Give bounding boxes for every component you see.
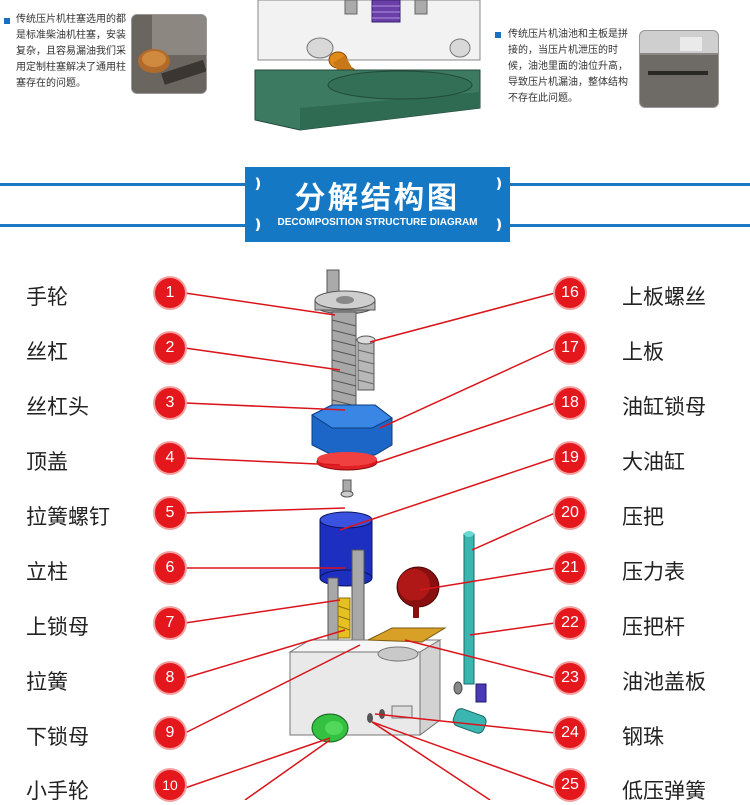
part-badge-24: 24 [555, 718, 585, 748]
part-label-3: 丝杠头 [26, 395, 89, 419]
part-label-19: 大油缸 [622, 450, 685, 474]
section-banner: 分解结构图 DECOMPOSITION STRUCTURE DIAGRAM ❫ … [245, 167, 510, 242]
part-badge-10: 10 [155, 770, 185, 800]
part-badge-21: 21 [555, 553, 585, 583]
part-label-20: 压把 [622, 505, 664, 529]
part-label-2: 丝杠 [26, 340, 68, 364]
note-bullet-left [4, 18, 10, 24]
part-badge-20: 20 [555, 498, 585, 528]
part-badge-4: 4 [155, 443, 185, 473]
part-badge-1: 1 [155, 278, 185, 308]
part-badge-7: 7 [155, 608, 185, 638]
part-label-9: 下锁母 [26, 725, 89, 749]
banner-bracket-br: ❫ [493, 217, 505, 233]
part-label-18: 油缸锁母 [622, 395, 706, 419]
part-badge-19: 19 [555, 443, 585, 473]
part-label-24: 钢珠 [622, 725, 664, 749]
part-label-5: 拉簧螺钉 [26, 505, 110, 529]
oil-pool-photo [639, 30, 719, 108]
part-label-1: 手轮 [26, 285, 68, 309]
part-badge-9: 9 [155, 718, 185, 748]
part-label-23: 油池盖板 [622, 670, 706, 694]
part-label-4: 顶盖 [26, 450, 68, 474]
part-badge-5: 5 [155, 498, 185, 528]
part-badge-8: 8 [155, 663, 185, 693]
part-badge-18: 18 [555, 388, 585, 418]
part-badge-3: 3 [155, 388, 185, 418]
part-label-25: 低压弹簧 [622, 779, 706, 803]
lead-screw [331, 311, 357, 413]
part-badge-22: 22 [555, 608, 585, 638]
banner-bracket-tr: ❫ [493, 176, 505, 192]
part-label-21: 压力表 [622, 560, 685, 584]
part-badge-25: 25 [555, 770, 585, 800]
banner-bracket-tl: ❫ [252, 176, 264, 192]
banner-title: 分解结构图 [295, 181, 460, 216]
part-badge-6: 6 [155, 553, 185, 583]
part-label-17: 上板 [622, 340, 664, 364]
banner-bracket-bl: ❫ [252, 217, 264, 233]
banner-line-left-top [0, 183, 245, 186]
part-badge-16: 16 [555, 278, 585, 308]
part-badge-17: 17 [555, 333, 585, 363]
part-badge-2: 2 [155, 333, 185, 363]
part-label-6: 立柱 [26, 560, 68, 584]
part-label-8: 拉簧 [26, 670, 68, 694]
note-right: 传统压片机油池和主板是拼接的，当压片机泄压的时候，油池里面的油位升高，导致压片机… [508, 29, 628, 104]
plunger-photo [131, 14, 207, 94]
part-label-10: 小手轮 [26, 779, 89, 803]
banner-line-right-top [510, 183, 750, 186]
banner-line-left-bottom [0, 224, 245, 227]
note-left: 传统压片机柱塞选用的都是标准柴油机柱塞，安装复杂，且容易漏油我们采用定制柱塞解决… [16, 14, 126, 89]
part-badge-23: 23 [555, 663, 585, 693]
part-label-16: 上板螺丝 [622, 285, 706, 309]
press-top-illustration [254, 0, 481, 131]
part-label-22: 压把杆 [622, 615, 685, 639]
banner-line-right-bottom [510, 224, 750, 227]
part-label-7: 上锁母 [26, 615, 89, 639]
banner-subtitle: DECOMPOSITION STRUCTURE DIAGRAM [277, 217, 478, 228]
note-bullet-right [495, 32, 501, 38]
